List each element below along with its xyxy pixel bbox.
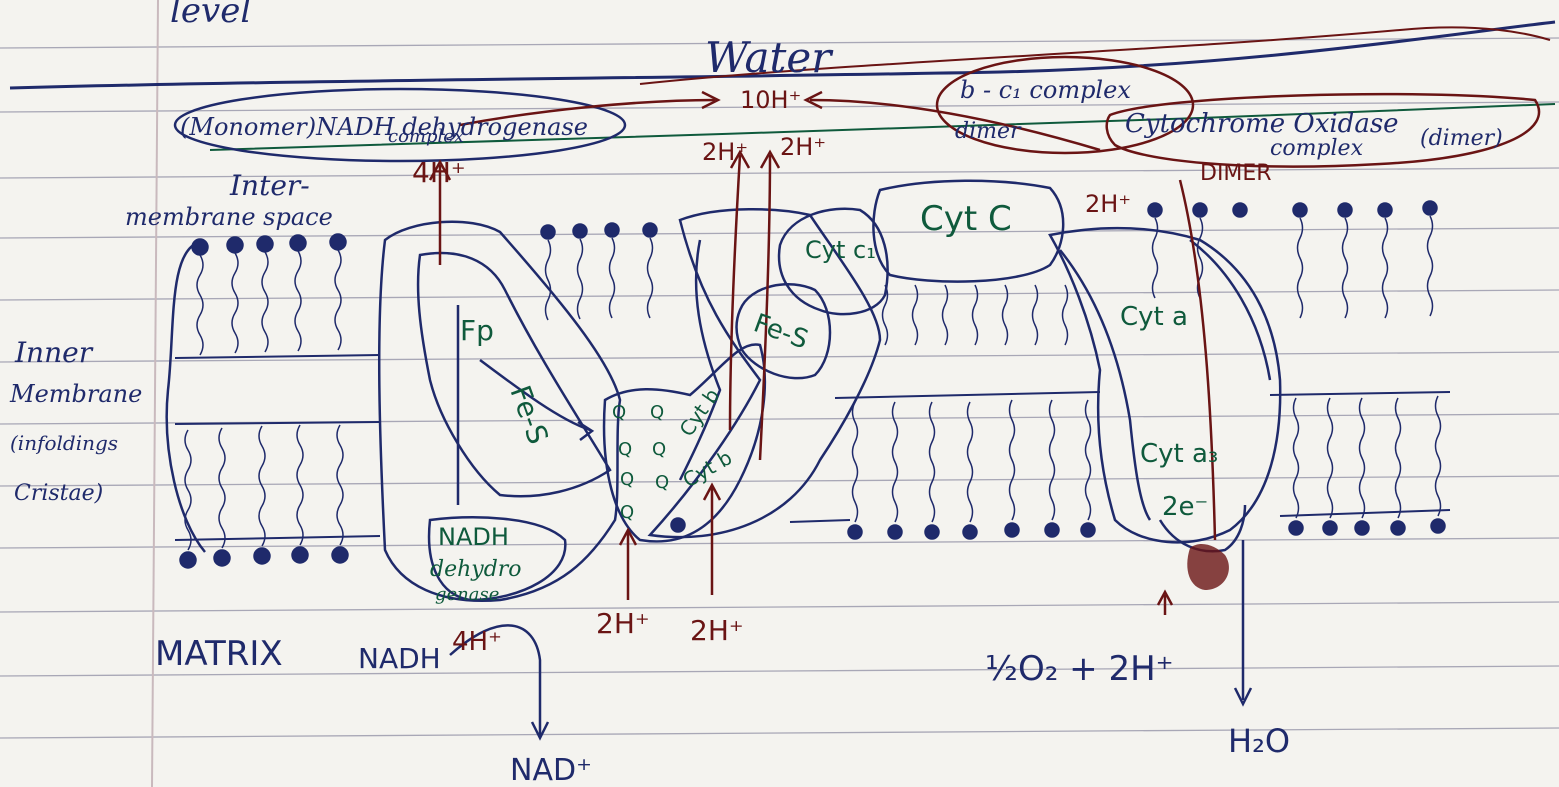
label-2e: 2e⁻ [1162,492,1208,522]
label-nadh-dehydro-3: genase [435,584,499,605]
arrow-complex-iv-up [1180,180,1215,540]
label-q6: Q [655,472,669,493]
label-cyt-c: Cyt C [920,199,1012,239]
label-inner-4: Cristae) [14,481,103,506]
inner-membrane-bracket [167,242,205,552]
label-10h: 10H⁺ [740,86,801,114]
label-top-left: level [170,0,251,31]
label-nadh-dehydro-1: NADH [438,523,509,551]
label-cyt-a: Cyt a [1120,302,1188,332]
label-nadh-dehydro-2: dehydro [430,557,522,582]
label-q5: Q [620,469,634,490]
label-half-o2: ½O₂ + 2H⁺ [985,649,1174,689]
label-4h-bottom: 4H⁺ [452,627,502,657]
label-cyt-oxidase-dimer: (dimer) [1420,126,1503,151]
label-fe-s-1: Fe-S [503,381,554,448]
arrow-2h-up-a [730,155,740,430]
label-nad-plus: NAD⁺ [510,753,592,787]
complex-i-inner [418,253,610,496]
label-bc1: b - c₁ complex [960,76,1131,104]
label-q7: Q [620,502,634,523]
label-4h-top: 4H⁺ [412,156,466,189]
label-cyt-oxidase-complex: complex [1270,136,1364,161]
label-2h-top-c: 2H⁺ [1085,190,1131,218]
membrane-boundaries [175,355,1450,540]
label-intermembrane-1: Inter- [229,169,310,202]
labels: level Water (Monomer)NADH dehydrogenase … [9,0,1503,787]
label-2h-top-b: 2H⁺ [780,133,826,161]
label-cyt-a3: Cyt a₃ [1140,439,1218,469]
label-cyt-b-2: Cyt b [679,445,737,492]
label-nadh-complex-2: complex [388,126,464,147]
label-water: Water [705,33,834,82]
label-bc1-dimer: dimer [955,119,1022,144]
arrow-2h-up-b [760,155,770,460]
label-intermembrane-2: membrane space [125,203,333,231]
label-q1: Q [612,402,626,423]
label-fe-s-2: Fe-S [750,308,812,355]
label-inner-3: (infoldings [10,431,118,455]
label-fp: Fp [460,314,494,347]
label-nadh-complex: (Monomer)NADH dehydrogenase [180,113,588,141]
label-cyt-oxidase: Cytochrome Oxidase [1125,109,1399,139]
complex-iii-inner [680,240,720,480]
label-2h-bottom-a: 2H⁺ [596,607,650,640]
label-h2o: H₂O [1228,722,1290,760]
label-inner-2: Membrane [9,380,142,408]
label-matrix: MATRIX [155,634,283,674]
label-cyt-c1: Cyt c₁ [805,236,876,264]
label-q3: Q [618,439,632,460]
label-dimer-caps: DIMER [1200,161,1272,186]
label-nadh: NADH [358,642,441,675]
label-q2: Q [650,402,664,423]
label-inner-1: Inner [14,336,94,369]
label-2h-top-a: 2H⁺ [702,138,748,166]
label-2h-bottom-b: 2H⁺ [690,614,744,647]
label-q4: Q [652,439,666,460]
